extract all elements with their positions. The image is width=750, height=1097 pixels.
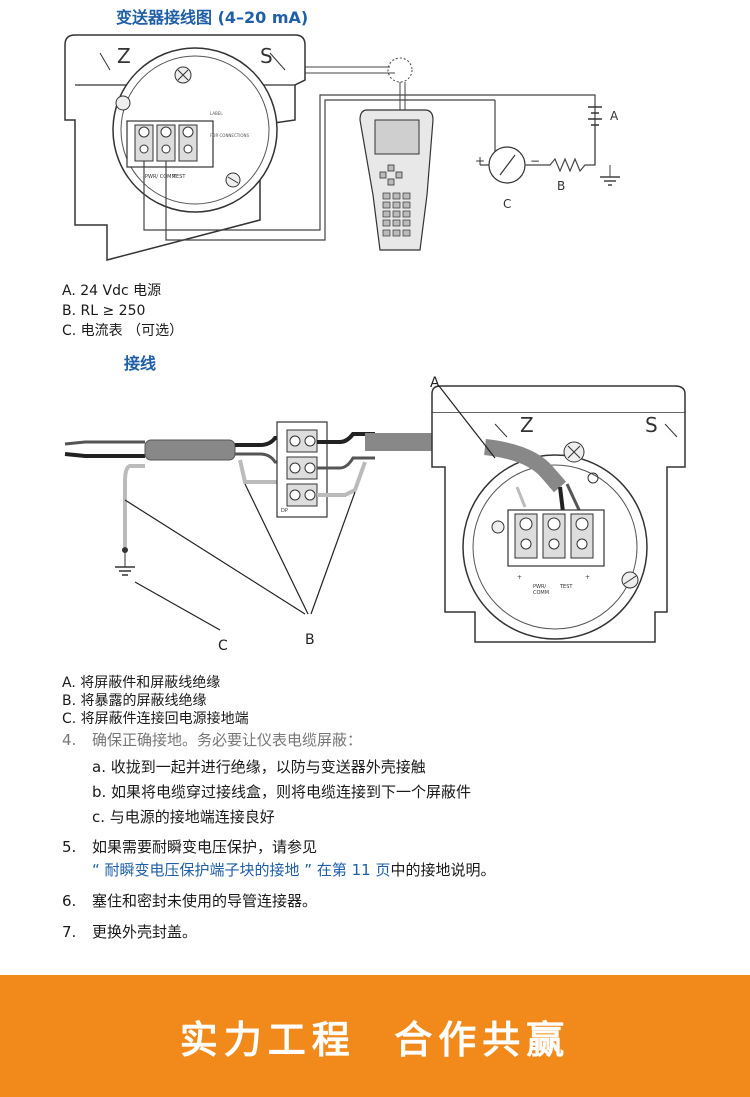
bottom-figure-title: 接线 [124, 354, 157, 373]
step-4c: c. 与电源的接地端连接良好 [92, 808, 275, 826]
step-6: 6.塞住和密封未使用的导管连接器。 [62, 892, 318, 910]
step-4a: a. 收拢到一起并进行绝缘，以防与变送器外壳接触 [92, 758, 426, 776]
top-legend-a: A. 24 Vdc 电源 [62, 283, 162, 299]
top-label-b: B [557, 179, 565, 193]
step-4b: b. 如果将电缆穿过接线盒，则将电缆连接到下一个屏蔽件 [92, 783, 472, 801]
housing-s-letter: S [260, 44, 273, 68]
top-figure-title: 变送器接线图 (4–20 mA) [116, 8, 309, 27]
page-11-reference-link[interactable]: “ 耐瞬变电压保护端子块的接地 ” 在第 11 页 [92, 861, 391, 879]
svg-text:+: + [475, 154, 485, 168]
bottom-housing-s-letter: S [645, 413, 658, 437]
top-legend-c: C. 电流表 （可选） [62, 323, 184, 339]
svg-text:COMM: COMM [533, 590, 549, 596]
svg-text:−: − [530, 154, 540, 168]
top-label-a: A [610, 109, 619, 123]
svg-text:DP: DP [281, 508, 288, 514]
slogan-banner: 实力工程 合作共赢 [0, 975, 750, 1097]
step-5: 5.如果需要耐瞬变电压保护，请参见 [62, 838, 318, 856]
bottom-legend-c: C. 将屏蔽件连接回电源接地端 [62, 711, 249, 727]
housing-z-letter: Z [117, 44, 131, 68]
bottom-legend-b: B. 将暴露的屏蔽线绝缘 [62, 693, 207, 709]
slogan-text: 实力工程 合作共赢 [179, 1017, 571, 1062]
svg-text:PWR/: PWR/ [533, 584, 546, 590]
step-5-reference: “ 耐瞬变电压保护端子块的接地 ” 在第 11 页中的接地说明。 [92, 861, 496, 879]
top-figure-legend: A. 24 Vdc 电源 B. RL ≥ 250 C. 电流表 （可选） [62, 281, 183, 341]
bottom-label-b: B [305, 632, 315, 648]
svg-text:TEST: TEST [172, 174, 186, 180]
svg-text:PWR/ COMM: PWR/ COMM [145, 174, 176, 180]
top-legend-b: B. RL ≥ 250 [62, 303, 146, 319]
svg-text:+: + [585, 574, 590, 581]
shield-grounding-diagram: DP Z S + PWR/ COMM TEST + A B C [64, 375, 686, 654]
bottom-label-c: C [218, 638, 228, 654]
top-label-c: C [503, 197, 511, 211]
svg-text:TEST: TEST [559, 584, 573, 590]
svg-text:FOR CONNECTIONS: FOR CONNECTIONS [210, 133, 250, 138]
bottom-label-a: A [430, 375, 440, 391]
svg-text:LABEL: LABEL [210, 111, 223, 116]
bottom-figure-legend: A. 将屏蔽件和屏蔽线绝缘 B. 将暴露的屏蔽线绝缘 C. 将屏蔽件连接回电源接… [62, 674, 249, 728]
step-4: 4.确保正确接地。务必要让仪表电缆屏蔽： [62, 731, 363, 749]
transmitter-wiring-diagram: Z S PWR/ COMM TEST LABEL FOR CONNECTIONS [64, 34, 620, 261]
bottom-housing-z-letter: Z [520, 413, 534, 437]
bottom-legend-a: A. 将屏蔽件和屏蔽线绝缘 [62, 675, 221, 691]
svg-text:+: + [517, 574, 522, 581]
step-7: 7.更换外壳封盖。 [62, 923, 198, 941]
